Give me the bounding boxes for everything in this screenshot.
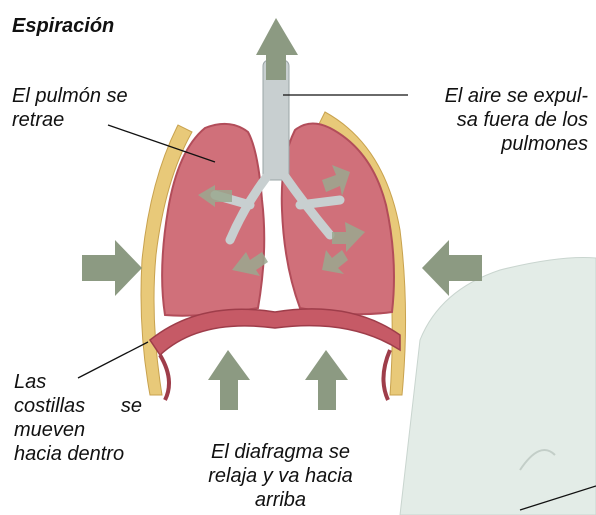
body-silhouette: [400, 258, 596, 515]
label-aire-line3: pulmones: [445, 132, 588, 156]
label-pulmon-line1: El pulmón se: [12, 84, 128, 108]
label-diafragma-line2: relaja y va hacia: [188, 464, 373, 488]
label-costillas-line1: Las: [14, 370, 154, 394]
diaphragm-arrow-right-icon: [305, 350, 348, 410]
label-diafragma-line3: arriba: [188, 488, 373, 512]
label-aire-line2: sa fuera de los: [445, 108, 588, 132]
label-costillas-line4: hacia dentro: [14, 442, 154, 466]
label-pulmon-line2: retrae: [12, 108, 128, 132]
label-costillas-word-costillas: costillas: [14, 394, 85, 418]
air-out-arrow-icon: [256, 18, 298, 80]
diaphragm-arrow-left-icon: [208, 350, 250, 410]
left-side-arrow-icon: [82, 240, 142, 296]
label-costillas-line2: costillas se: [14, 394, 142, 418]
right-lung: [282, 123, 394, 314]
label-aire: El aire se expul- sa fuera de los pulmon…: [445, 84, 588, 156]
label-costillas-line3: mueven: [14, 418, 154, 442]
label-diafragma-line1: El diafragma se: [188, 440, 373, 464]
diaphragm-lower-right: [383, 350, 390, 400]
label-diafragma: El diafragma se relaja y va hacia arriba: [188, 440, 373, 512]
label-costillas: Las costillas se mueven hacia dentro: [14, 370, 154, 466]
label-aire-line1: El aire se expul-: [445, 84, 588, 108]
diagram-title: Espiración: [12, 14, 114, 38]
label-pulmon: El pulmón se retrae: [12, 84, 128, 132]
label-costillas-word-se: se: [121, 394, 142, 418]
